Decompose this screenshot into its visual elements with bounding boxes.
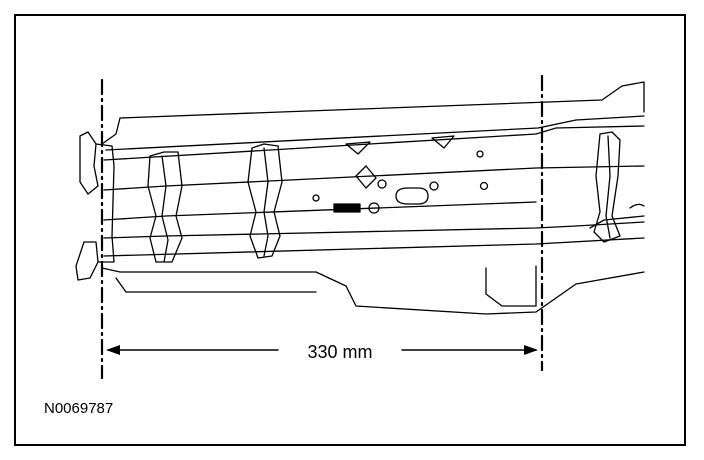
dimension-arrow-right (524, 345, 538, 355)
rail-line-3 (103, 221, 645, 239)
left-end-face (95, 143, 115, 263)
round-hole-2 (429, 181, 439, 191)
frame-rail-drawing (75, 74, 645, 380)
figure-frame: 330 mm N0069787 (14, 14, 686, 446)
rail-lower-edge (115, 277, 317, 293)
oval-slot (395, 187, 429, 205)
rail-top-outline (101, 81, 645, 145)
left-lower-bracket (75, 241, 99, 281)
rail-upper-flange (103, 125, 645, 161)
round-hole-4 (368, 202, 380, 214)
right-end-hole (629, 203, 645, 209)
rail-lower-flange (101, 267, 645, 315)
round-hole-1 (377, 179, 387, 189)
rail-line-1 (103, 165, 645, 191)
rib-1-inner (161, 155, 169, 263)
rib-2-inner (263, 147, 269, 257)
right-end-flange (589, 215, 645, 229)
triangular-cutout-1 (345, 141, 371, 155)
rectangular-slot (333, 203, 361, 213)
rail-line-2 (103, 201, 537, 221)
round-hole-3 (479, 181, 489, 191)
rib-1 (147, 151, 183, 263)
round-hole-5 (312, 194, 320, 202)
diamond-hole (355, 165, 377, 189)
round-hole-6 (476, 150, 484, 158)
rail-lower-step (485, 265, 537, 307)
rib-3-inner (605, 135, 611, 239)
rail-top-inner-edge (105, 115, 645, 151)
rib-2 (247, 143, 283, 259)
left-end-bracket (79, 131, 99, 195)
figure-reference-id: N0069787 (44, 400, 114, 417)
rail-line-4 (103, 237, 645, 257)
rib-3 (593, 131, 621, 243)
dimension-arrow-left (106, 345, 120, 355)
dimension-label: 330 mm (292, 341, 388, 363)
triangular-cutout-2 (431, 135, 455, 149)
